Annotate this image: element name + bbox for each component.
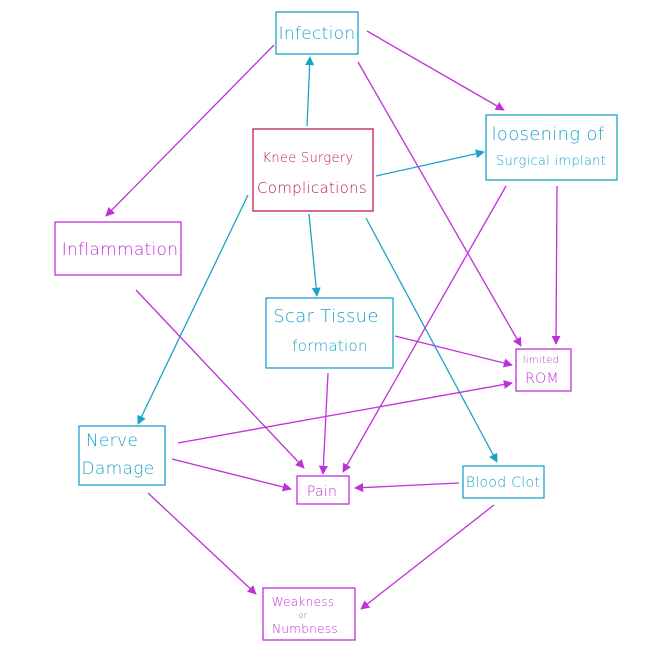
node-label-line1: limited (523, 355, 560, 366)
node-label: Pain (307, 484, 337, 500)
node-box (78, 425, 166, 486)
edge-knee-to-nerve (137, 194, 249, 425)
node-label-line2: Surgical implant (496, 154, 606, 169)
node-limited-rom: limited ROM (515, 348, 572, 392)
node-scar-tissue-formation: Scar Tissue formation (265, 297, 394, 369)
node-pain: Pain (296, 475, 350, 505)
node-box (485, 114, 618, 181)
node-box (462, 465, 545, 499)
node-label-line1: Nerve (86, 431, 138, 451)
node-label-line2: Damage (82, 459, 155, 479)
node-box (252, 128, 374, 212)
node-nerve-damage: Nerve Damage (78, 425, 166, 486)
edge-scar-to-rom (394, 335, 513, 368)
edge-knee-to-loosening (375, 149, 485, 177)
edge-inflammation-to-pain (135, 289, 305, 469)
edge-knee-to-scar (308, 213, 321, 297)
edge-loosening-to-pain (342, 185, 507, 473)
node-label-line1: Scar Tissue (273, 306, 378, 327)
node-label: Inflammation (62, 240, 179, 260)
node-box (296, 475, 350, 505)
node-label-line1: Knee Surgery (263, 151, 354, 166)
edges-cyan (137, 56, 498, 463)
node-infection: Infection (275, 11, 359, 55)
node-box (262, 587, 356, 641)
node-label-line3: Numbness (272, 622, 338, 636)
node-inflammation: Inflammation (54, 221, 182, 276)
edge-scar-to-pain (318, 372, 329, 475)
edge-loosening-to-rom (551, 185, 561, 345)
node-weakness-or-numbness: Weakness or Numbness (262, 587, 356, 641)
edge-infection-to-inflammation (105, 44, 275, 217)
node-label-line2: or (299, 611, 308, 620)
edges-magenta (105, 30, 561, 610)
node-label-line2: ROM (525, 371, 559, 387)
node-blood-clot: Blood Clot (462, 465, 545, 499)
node-label-line1: Weakness (272, 595, 335, 609)
node-loosening-of-surgical-implant: loosening of Surgical implant (485, 114, 618, 181)
edge-clot-to-weakness (360, 504, 495, 610)
edge-knee-to-infection (305, 56, 315, 127)
edge-nerve-to-rom (177, 379, 513, 444)
edge-knee-to-clot (365, 217, 498, 463)
edge-infection-to-rom (357, 61, 522, 347)
edge-clot-to-pain (354, 482, 460, 493)
node-knee-surgery-complications: Knee Surgery Complications (252, 128, 374, 212)
edge-nerve-to-weakness (147, 492, 257, 595)
node-label-line2: Complications (257, 179, 367, 197)
edge-nerve-to-pain (171, 458, 292, 492)
node-box (265, 297, 394, 369)
edge-infection-to-loosening (366, 30, 505, 111)
node-box (515, 348, 572, 392)
node-box (54, 221, 182, 276)
node-label-line2: formation (292, 337, 368, 355)
node-box (275, 11, 359, 55)
node-label: Infection (279, 24, 356, 44)
node-label: Blood Clot (466, 475, 540, 491)
node-label-line1: loosening of (492, 124, 605, 145)
